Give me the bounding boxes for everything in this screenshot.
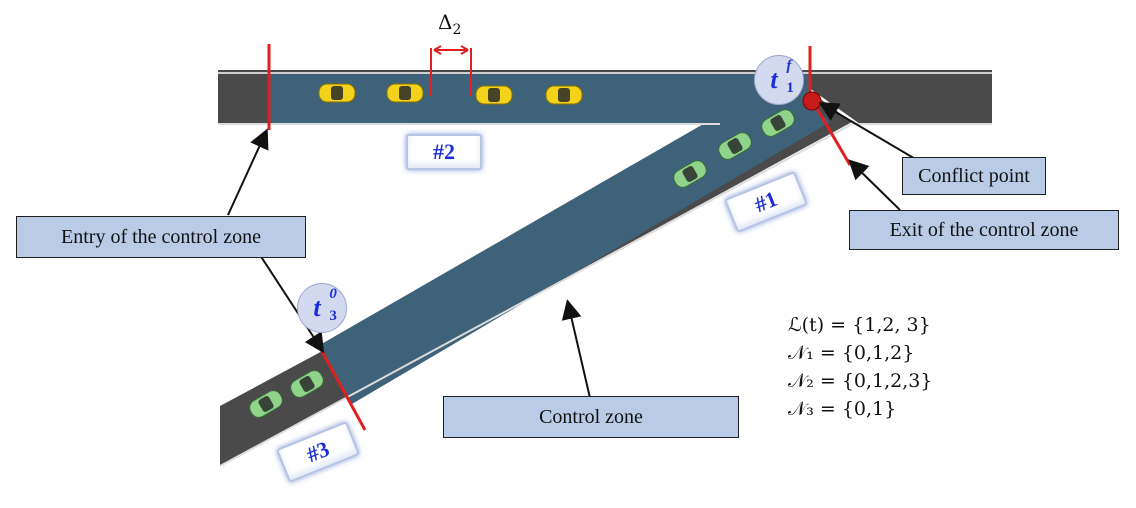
conflict-point-label: Conflict point [902, 157, 1046, 195]
entry-boundary-lane3 [316, 343, 367, 431]
exit-boundary-ramp [810, 99, 852, 166]
green-car [249, 390, 283, 418]
control-zone-label: Control zone [443, 396, 739, 438]
lane-set-formula: ℒ(t) = {1,2, 3} [788, 314, 931, 336]
headway-bracket [430, 45, 472, 96]
green-car [761, 109, 795, 137]
pointer-arrows [227, 101, 918, 399]
yellow-car [386, 83, 424, 103]
green-car [290, 370, 324, 398]
conflict-point-marker [802, 91, 822, 111]
n2-formula: 𝒩₂ = {0,1,2,3} [788, 370, 933, 392]
entry-label: Entry of the control zone [16, 216, 306, 258]
yellow-car [475, 85, 513, 105]
lane-2-badge: #2 [406, 134, 482, 170]
green-car [718, 132, 752, 160]
yellow-car [545, 85, 583, 105]
exit-label: Exit of the control zone [849, 210, 1119, 250]
n1-formula: 𝒩₁ = {0,1,2} [788, 342, 915, 364]
ramp-edge-line [219, 123, 853, 467]
n3-formula: 𝒩₃ = {0,1} [788, 398, 897, 420]
headway-label: Δ2 [438, 10, 462, 38]
yellow-car [318, 83, 356, 103]
green-car [673, 160, 707, 188]
